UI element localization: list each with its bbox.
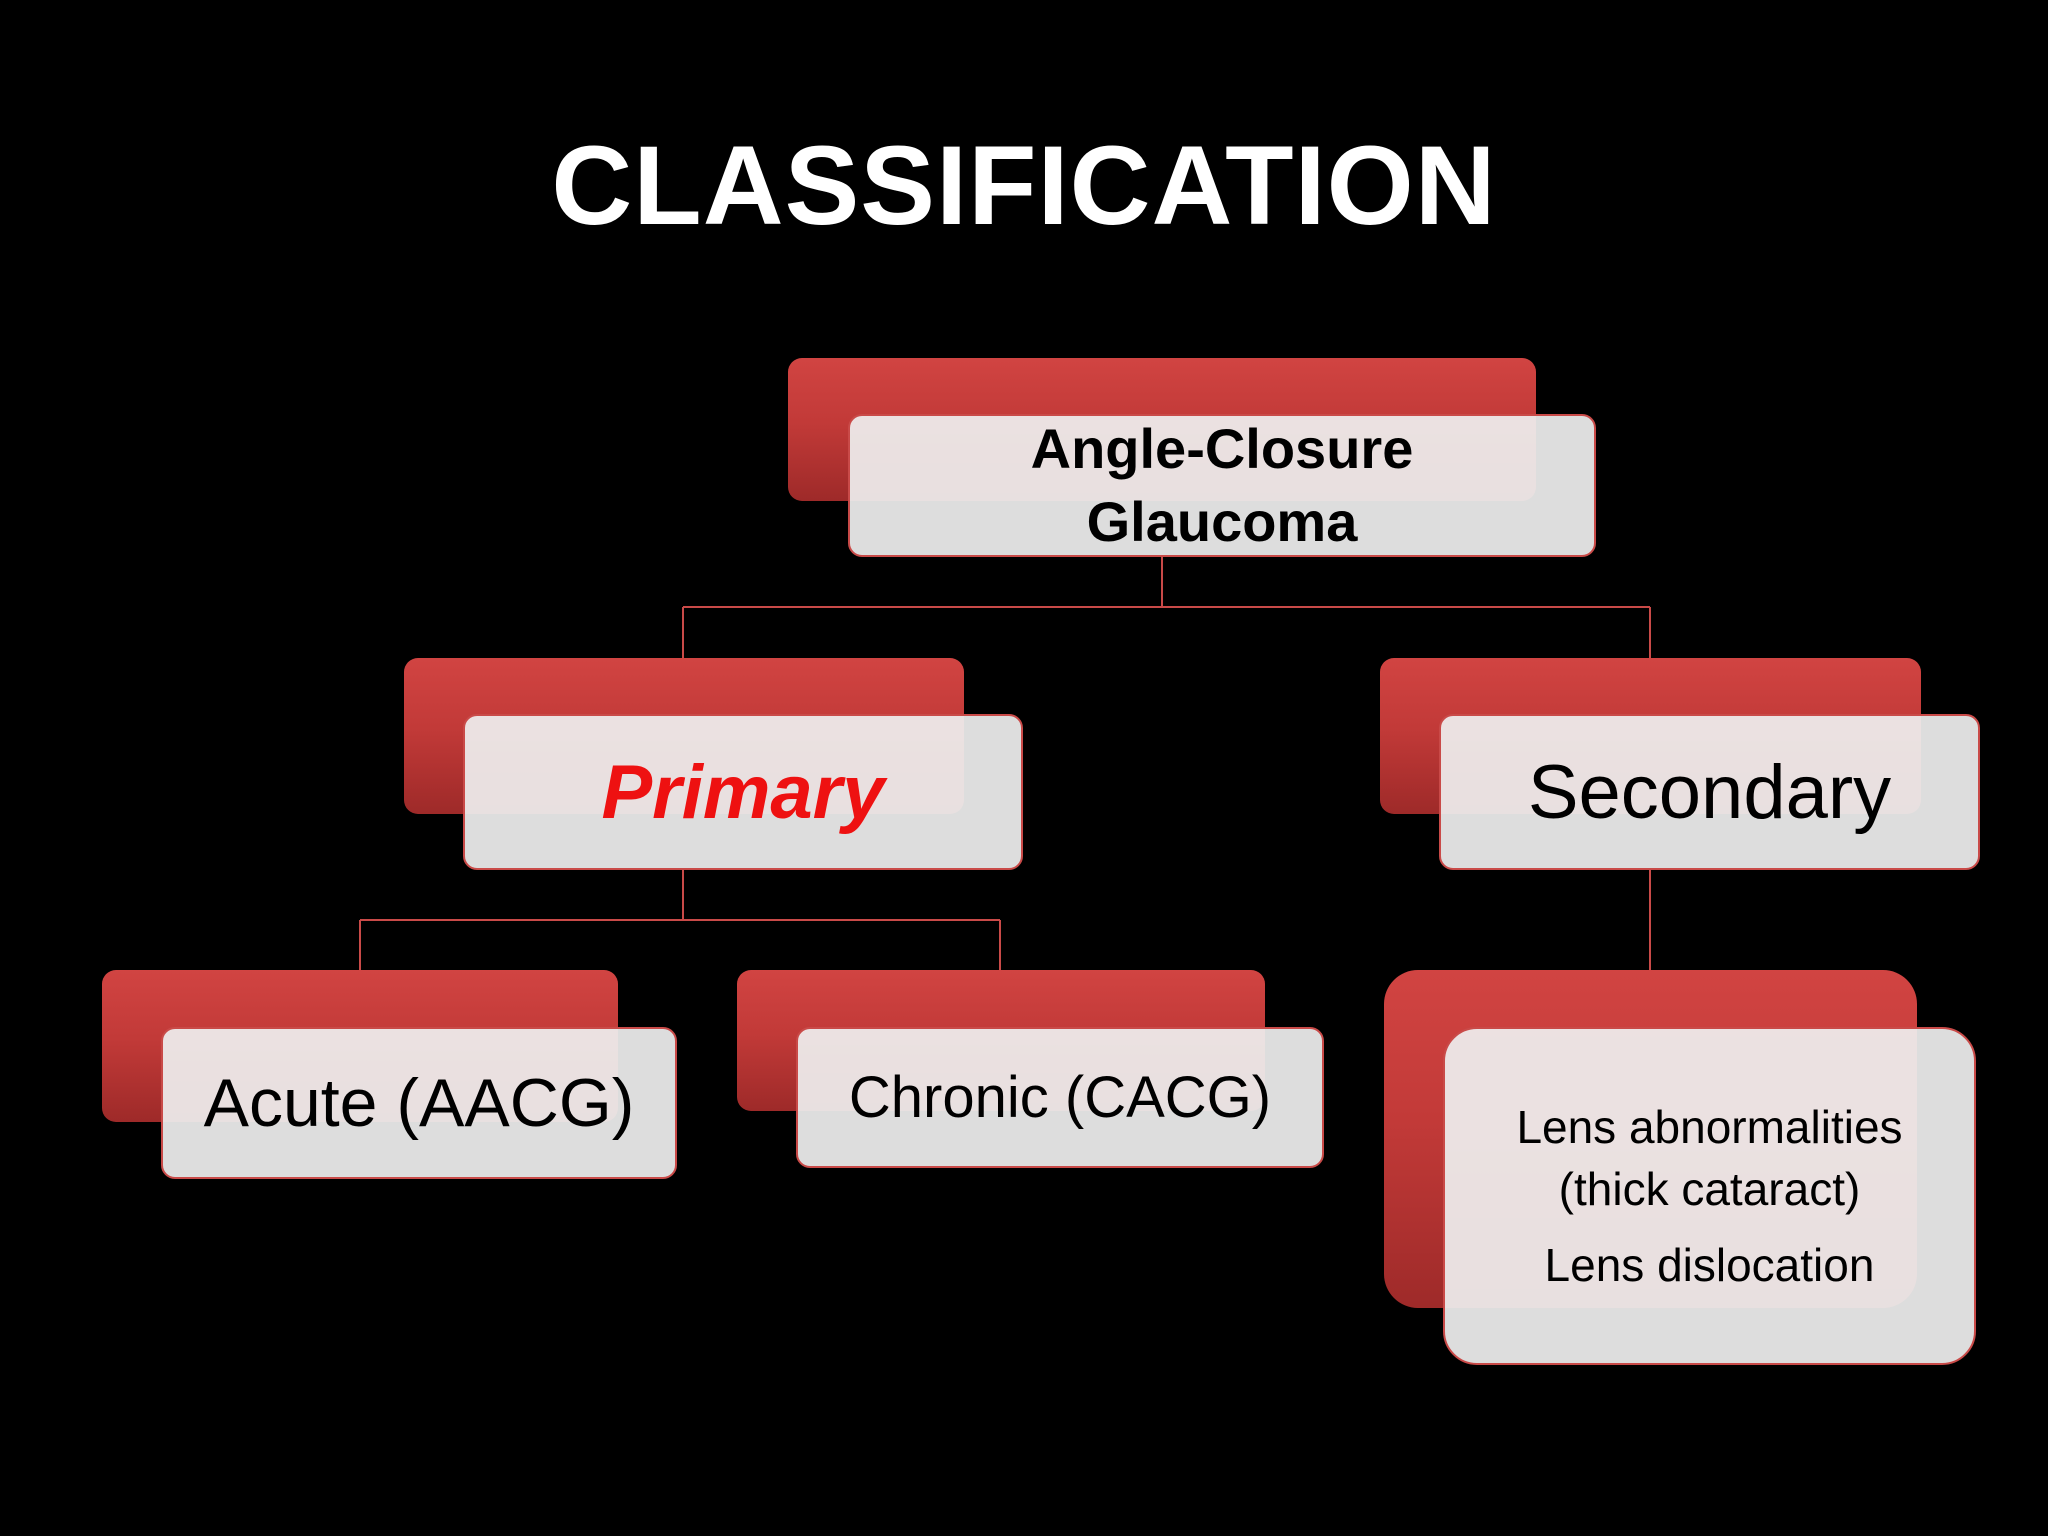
lens-node-line3: Lens dislocation [1544, 1239, 1875, 1292]
lens-node: Lens abnormalities (thick cataract) Lens… [1443, 1027, 1976, 1365]
chronic-node-label: Chronic (CACG) [848, 1065, 1272, 1130]
root-node: Angle-Closure Glaucoma [848, 414, 1596, 557]
slide-title: CLASSIFICATION [551, 123, 1497, 248]
acute-node-label: Acute (AACG) [203, 1065, 635, 1141]
secondary-node-label: Secondary [1527, 749, 1892, 835]
root-node-line1: Angle-Closure [1030, 416, 1414, 480]
primary-node: Primary [463, 714, 1023, 870]
acute-node: Acute (AACG) [161, 1027, 677, 1179]
secondary-node: Secondary [1439, 714, 1980, 870]
lens-node-line2: (thick cataract) [1558, 1162, 1861, 1215]
root-node-line2: Glaucoma [1086, 489, 1358, 553]
chronic-node: Chronic (CACG) [796, 1027, 1324, 1168]
primary-node-label: Primary [601, 749, 885, 835]
lens-node-line1: Lens abnormalities [1516, 1100, 1903, 1153]
